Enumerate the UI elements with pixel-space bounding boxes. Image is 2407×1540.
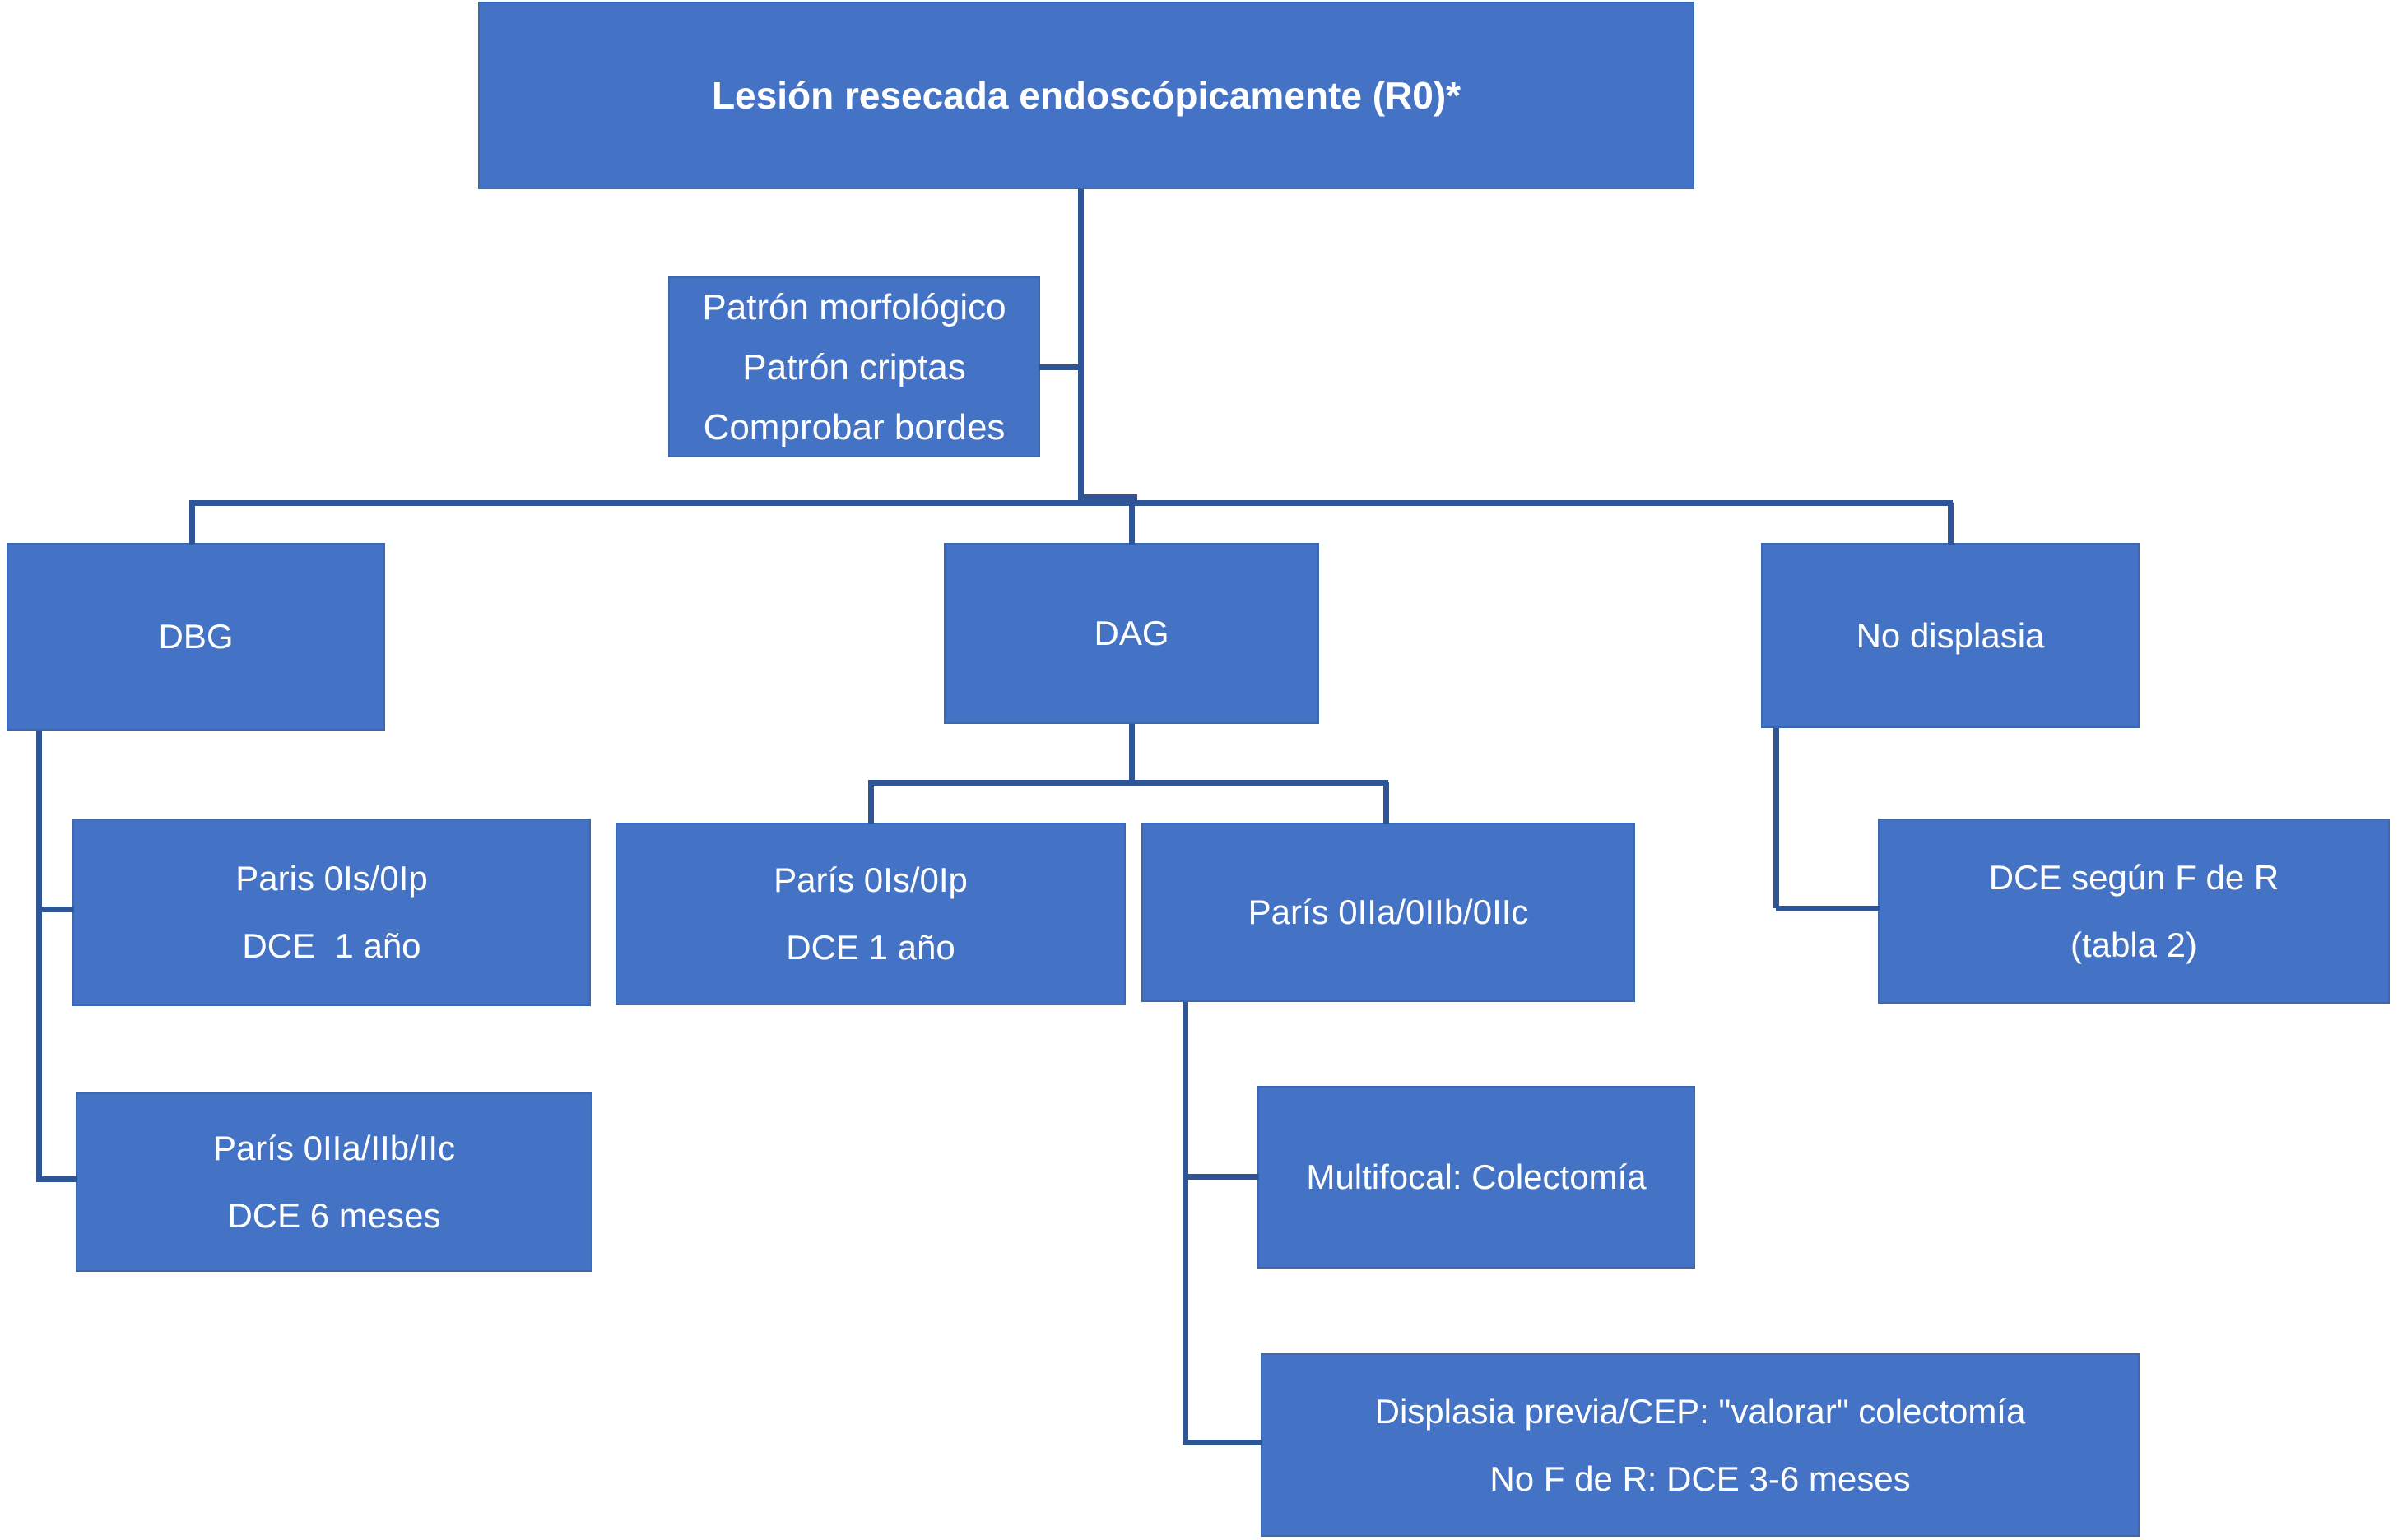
flow-node-paris-0is-0ip-dbg: Paris 0Is/0Ip DCE 1 año — [72, 819, 591, 1006]
connector-paris-0is-0ip-dbg-link — [39, 906, 74, 912]
connector-dag-vertical — [1128, 724, 1135, 782]
flow-node-paris-0iia-iib-iic: París 0IIa/IIb/IIc DCE 6 meses — [76, 1092, 592, 1272]
flow-node-displasia-previa: Displasia previa/CEP: "valorar" colectom… — [1261, 1353, 2140, 1537]
connector-dag-drop — [1128, 503, 1135, 545]
flow-node-no-displasia: No displasia — [1761, 543, 2140, 728]
flow-node-root: Lesión resecada endoscópicamente (R0)* — [478, 2, 1694, 189]
connector-displasia-previa-link — [1185, 1439, 1262, 1445]
connector-paris-0iia-0iib-0iic-drop — [1382, 782, 1389, 824]
connector-dbg-vertical — [35, 731, 42, 1182]
connector-no-displasia-vertical — [1773, 728, 1779, 908]
flow-node-dce-segun-fdr: DCE según F de R (tabla 2) — [1878, 819, 2390, 1004]
connector-paris-0iia-0iib-0iic-vertical — [1182, 1002, 1188, 1445]
connector-patron-link — [1039, 364, 1083, 370]
connector-branch-horizontal — [189, 499, 1953, 506]
connector-multifocal-link — [1185, 1173, 1259, 1180]
connector-dbg-drop — [188, 503, 195, 545]
flow-node-multifocal: Multifocal: Colectomía — [1257, 1086, 1695, 1269]
flow-node-patron: Patrón morfológico Patrón criptas Compro… — [668, 276, 1040, 457]
flow-node-dag: DAG — [944, 543, 1319, 724]
flow-node-dbg: DBG — [7, 543, 385, 731]
flow-node-paris-0is-0ip-dag: París 0Is/0Ip DCE 1 año — [616, 823, 1126, 1005]
connector-root-vertical — [1077, 189, 1084, 503]
connector-paris-0is-0ip-dag-drop — [867, 782, 874, 824]
connector-paris-0iia-iib-iic-link — [39, 1176, 77, 1182]
flow-node-paris-0iia-0iib-0iic: París 0IIa/0IIb/0IIc — [1141, 823, 1635, 1002]
connector-dag-children-horizontal — [868, 779, 1388, 786]
connector-dce-segun-fdr-link — [1776, 905, 1880, 911]
connector-no-displasia-drop — [1947, 503, 1954, 545]
connector-junction-stub — [1080, 494, 1137, 500]
